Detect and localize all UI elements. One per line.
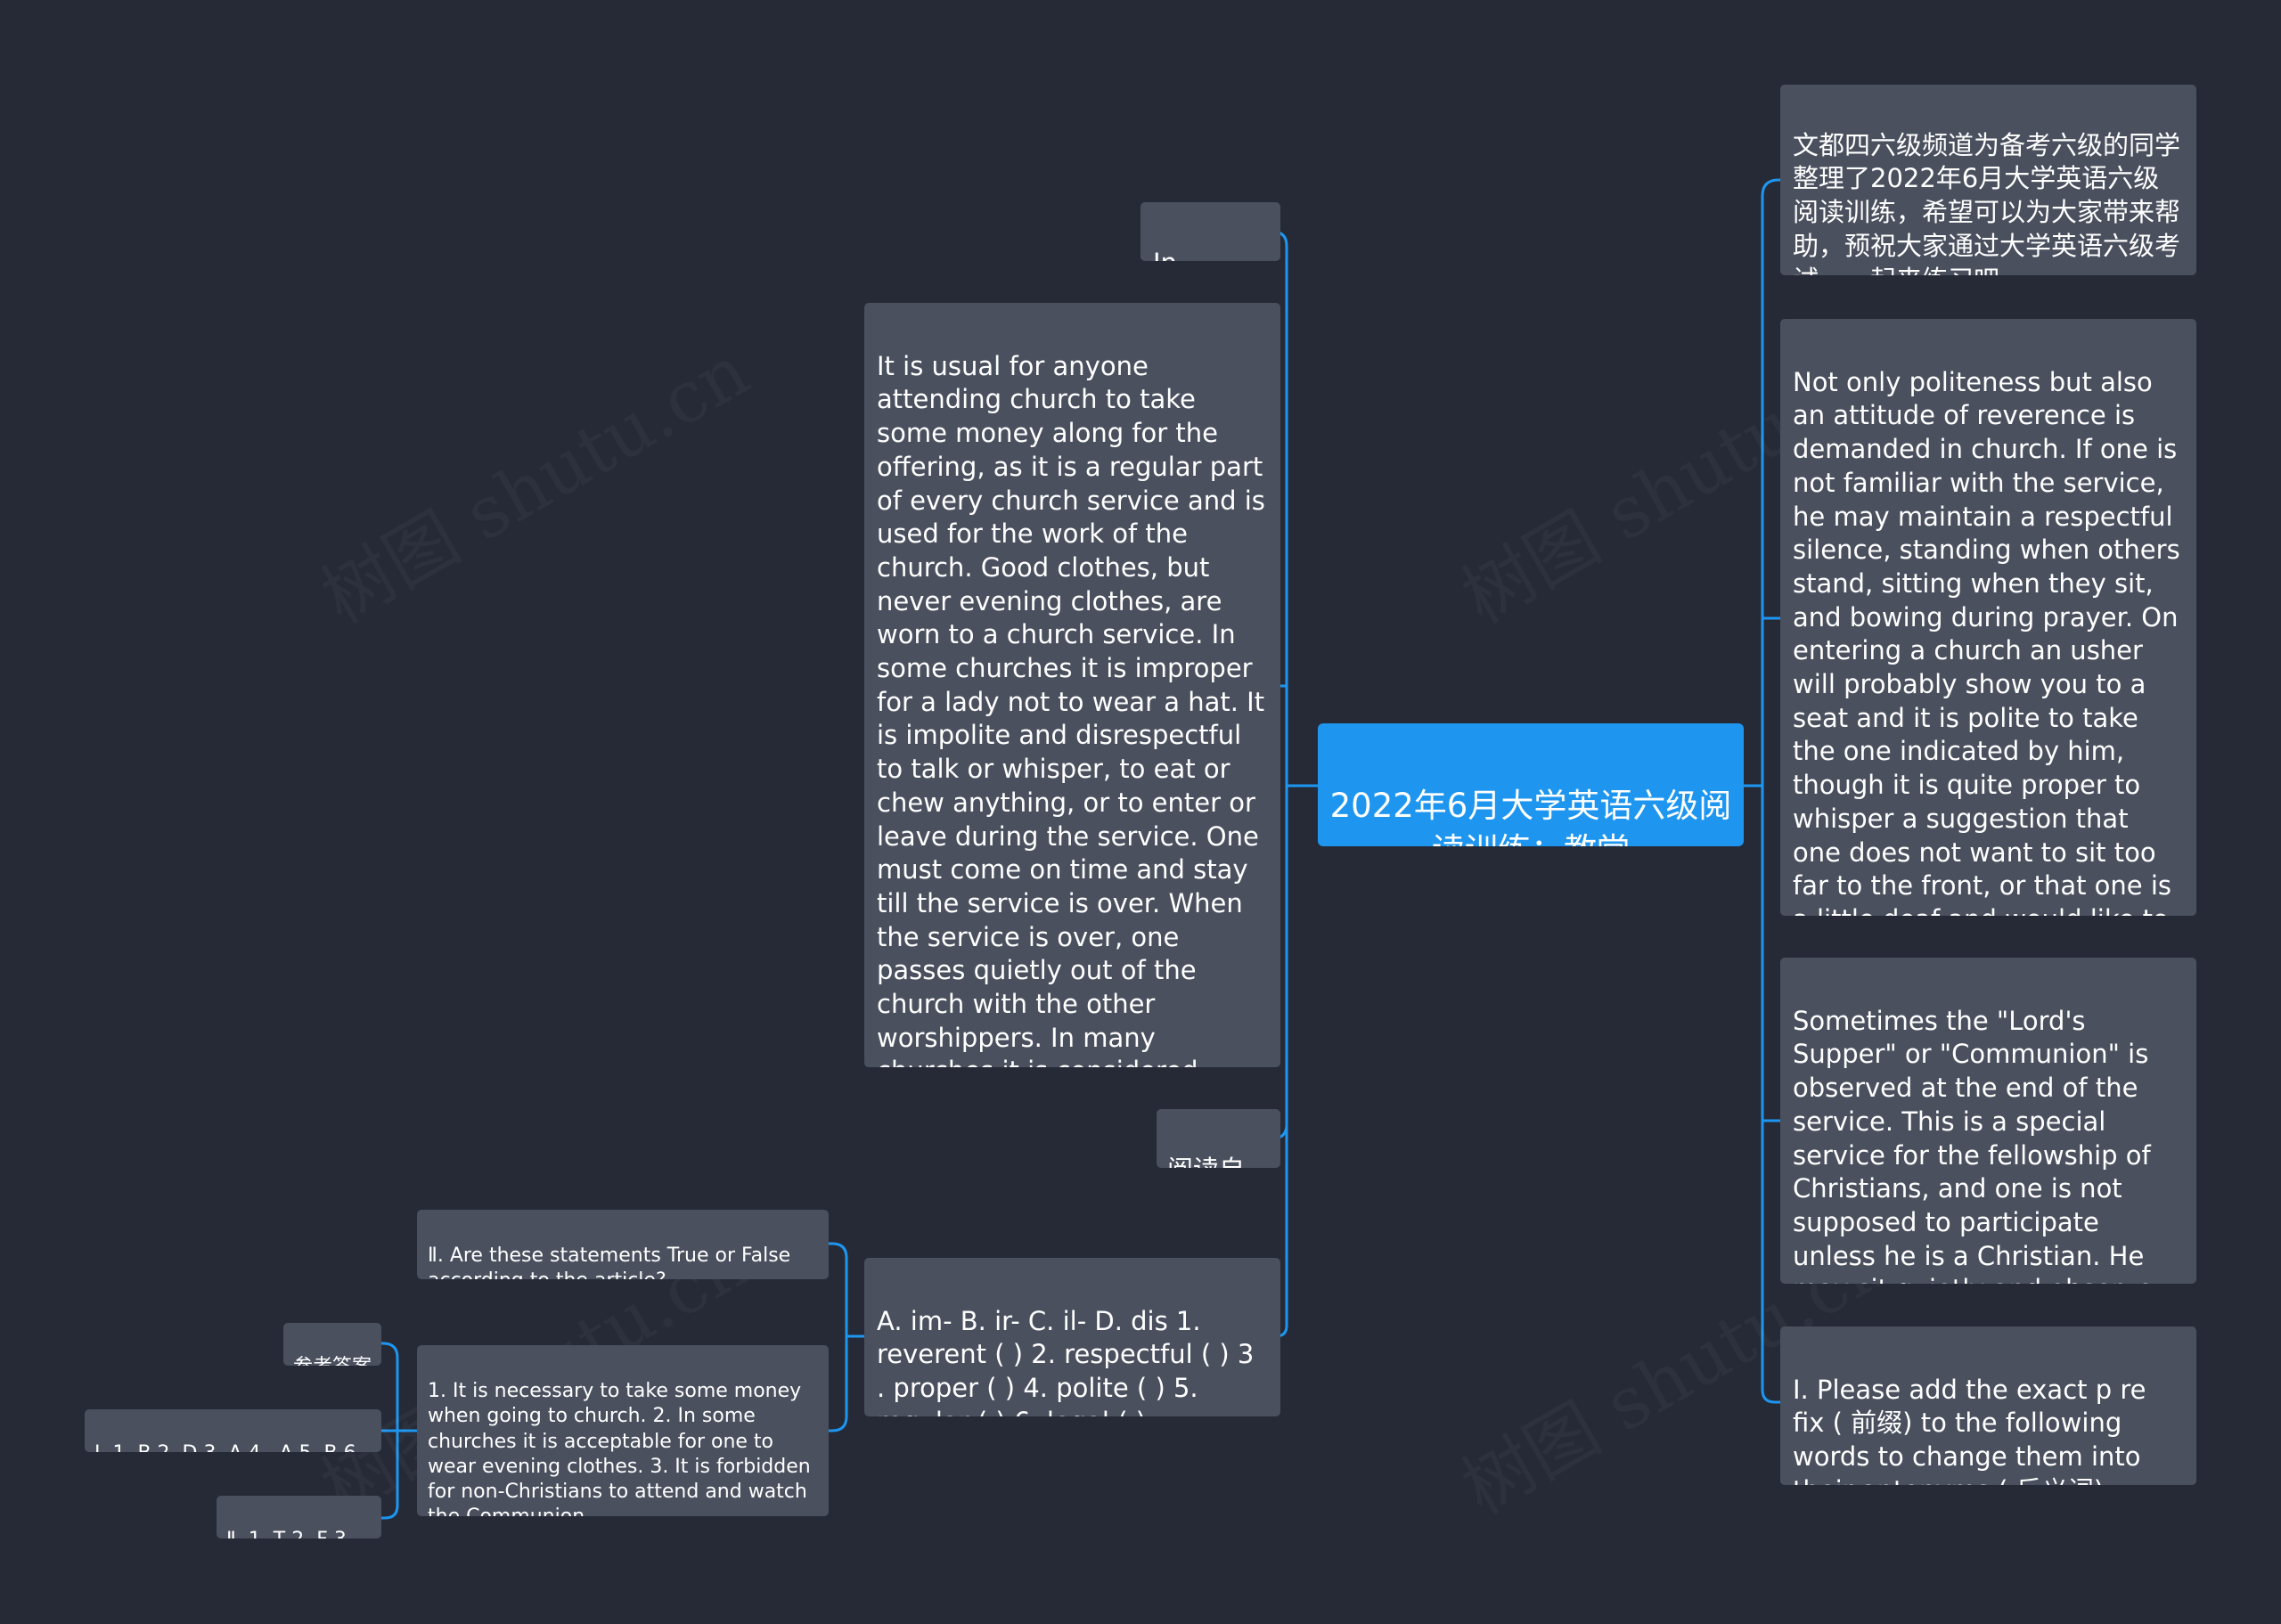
node-passage-3[interactable]: Sometimes the "Lord's Supper" or "Commun… (1780, 958, 2196, 1284)
node-statements[interactable]: 1. It is necessary to take some money wh… (417, 1345, 829, 1516)
root-title: 2022年6月大学英语六级阅读训练：教堂 (1329, 787, 1732, 846)
node-answer-2-text: Ⅱ. 1. T 2. F 3 . F (226, 1529, 359, 1538)
node-passage-2-text: Not only politeness but also an attitude… (1793, 366, 2180, 916)
node-passage-2[interactable]: Not only politeness but also an attitude… (1780, 319, 2196, 916)
connector-statements-children (396, 1358, 417, 1506)
node-answer-label[interactable]: 参考答案 (283, 1323, 381, 1366)
node-intro-text: 文都四六级频道为备考六级的同学整理了2022年6月大学英语六级阅读训练，希望可以… (1793, 129, 2181, 275)
node-question-prefix-text: Ⅰ. Please add the exact p re fix ( 前缀) t… (1793, 1374, 2146, 1485)
node-passage-3-text: Sometimes the "Lord's Supper" or "Commun… (1793, 1005, 2153, 1284)
node-answer-label-text: 参考答案 (293, 1356, 372, 1366)
node-intro[interactable]: 文都四六级频道为备考六级的同学整理了2022年6月大学英语六级阅读训练，希望可以… (1780, 85, 2196, 275)
connector-question-tf (829, 1242, 848, 1259)
node-exercise-prefix-text: A. im- B. ir- C. il- D. dis 1. reverent … (877, 1305, 1255, 1416)
node-answer-2[interactable]: Ⅱ. 1. T 2. F 3 . F (217, 1496, 381, 1538)
root-node[interactable]: 2022年6月大学英语六级阅读训练：教堂 (1318, 723, 1744, 846)
node-question-tf[interactable]: Ⅱ. Are these statements True or False ac… (417, 1210, 829, 1279)
connector-statements (829, 1416, 848, 1432)
node-answer-1-text: Ⅰ. 1. B 2. D 3. A 4 . A 5. B 6. C (94, 1442, 363, 1452)
connector-answer-2 (381, 1505, 399, 1520)
connector-answer-label (381, 1342, 399, 1359)
node-passage-1[interactable]: It is usual for anyone attending church … (864, 303, 1280, 1067)
node-self-test[interactable]: 阅读自测 (1157, 1109, 1280, 1168)
node-statements-text: 1. It is necessary to take some money wh… (428, 1380, 811, 1516)
connector-question-prefix (1761, 1389, 1780, 1404)
node-question-tf-text: Ⅱ. Are these statements True or False ac… (428, 1245, 791, 1279)
node-question-prefix[interactable]: Ⅰ. Please add the exact p re fix ( 前缀) t… (1780, 1326, 2196, 1485)
connector-exercise-children (845, 1258, 864, 1416)
connector-intro (1761, 178, 1780, 197)
node-in-church[interactable]: In Church (1140, 202, 1280, 261)
node-passage-1-text: It is usual for anyone attending church … (877, 350, 1265, 1067)
node-answer-1[interactable]: Ⅰ. 1. B 2. D 3. A 4 . A 5. B 6. C (85, 1409, 381, 1452)
node-exercise-prefix[interactable]: A. im- B. ir- C. il- D. dis 1. reverent … (864, 1258, 1280, 1416)
node-in-church-label: In Church (1153, 248, 1245, 261)
node-self-test-label: 阅读自测 (1167, 1155, 1245, 1168)
